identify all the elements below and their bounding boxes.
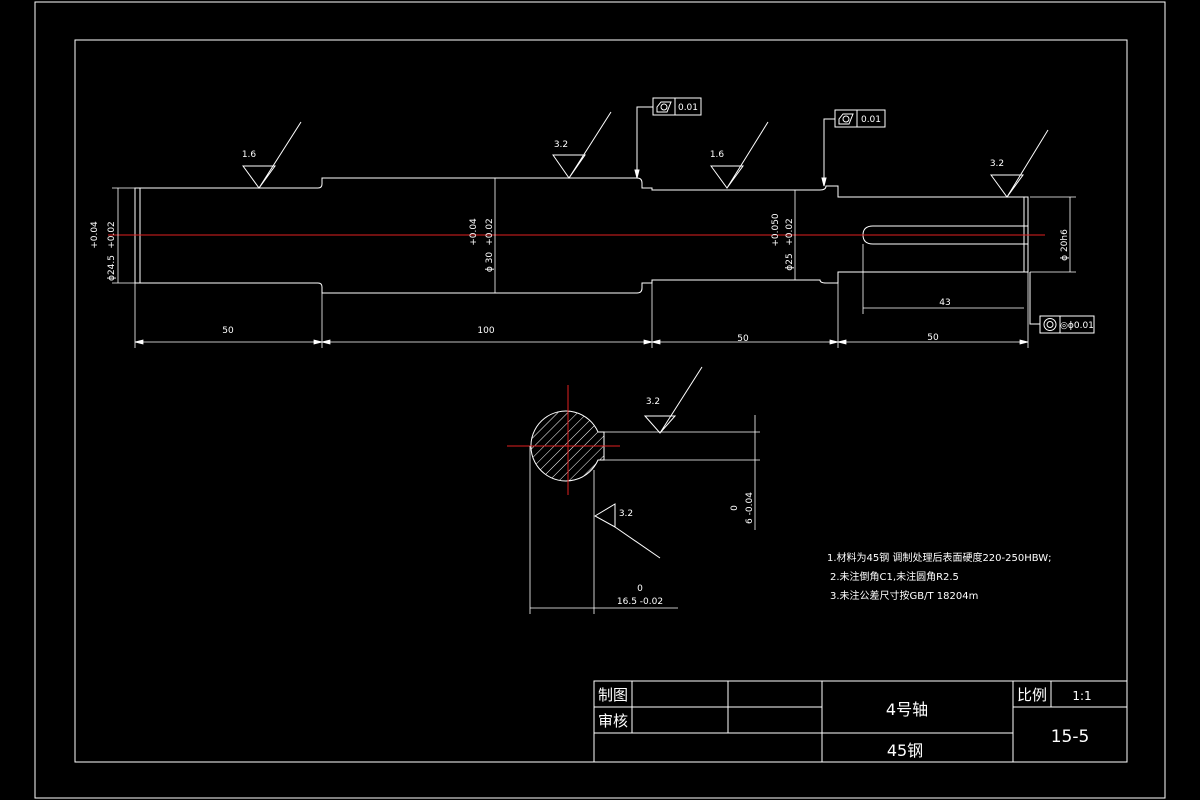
tolerance-frame-3: [1029, 272, 1095, 334]
left-dia: ϕ24.5: [107, 255, 117, 281]
drawing-number: 15-5: [1051, 727, 1090, 747]
right-tol-upper: +0.050: [771, 213, 781, 247]
diameter-dims: [112, 178, 1076, 293]
len2-label: 100: [477, 326, 494, 336]
roughness-symbols: [242, 111, 1049, 559]
roughness-end: 3.2: [990, 159, 1004, 169]
keyway-depth-lower: 6 -0.04: [745, 492, 755, 524]
length-dims: [134, 244, 1029, 348]
len1-label: 50: [222, 326, 234, 336]
left-tol-upper: +0.04: [90, 221, 100, 249]
roughness-section-side: 3.2: [619, 509, 633, 519]
section-view: [507, 385, 760, 614]
title-block: [593, 680, 1128, 763]
len4-label: 50: [927, 333, 939, 343]
drawing-frame: [74, 39, 1128, 763]
drawn-label: 制图: [598, 686, 628, 704]
sheet-border: [34, 1, 1166, 799]
section-width-upper: 0: [637, 584, 643, 594]
end-dia: ϕ 20h6: [1060, 229, 1070, 261]
tol-frame2-value: 0.01: [861, 115, 881, 125]
middle-tol-lower: +0.02: [485, 218, 495, 246]
scale-label: 比例: [1017, 686, 1047, 704]
len3-label: 50: [737, 334, 749, 344]
roughness-middle: 3.2: [554, 140, 568, 150]
tol-frame1-value: 0.01: [678, 103, 698, 113]
right-dia: ϕ25: [785, 253, 795, 270]
material-label: 45钢: [887, 741, 923, 760]
roughness-left: 1.6: [242, 150, 257, 160]
part-name: 4号轴: [886, 700, 928, 719]
right-tol-lower: +0.02: [785, 218, 795, 246]
scale-value: 1:1: [1072, 689, 1091, 703]
note-2: 2.未注倒角C1,未注圆角R2.5: [830, 570, 959, 583]
keyway-depth-upper: 0: [730, 505, 740, 511]
middle-tol-upper: +0.04: [469, 218, 479, 246]
review-label: 审核: [598, 712, 628, 730]
section-width-lower: 16.5 -0.02: [617, 597, 663, 607]
roughness-right: 1.6: [710, 150, 725, 160]
note-1: 1.材料为45钢 调制处理后表面硬度220-250HBW;: [827, 551, 1052, 564]
left-tol-lower: +0.02: [107, 221, 117, 249]
note-3: 3.未注公差尺寸按GB/T 18204m: [830, 589, 978, 602]
tolerance-frame-2: [821, 109, 886, 187]
keyway-len-label: 43: [939, 298, 950, 308]
tolerance-frame-1: [634, 97, 702, 179]
tol-frame3-value: ◎ϕ0.01: [1060, 321, 1094, 331]
roughness-section-top: 3.2: [646, 397, 660, 407]
middle-dia: ϕ 30: [485, 252, 495, 273]
